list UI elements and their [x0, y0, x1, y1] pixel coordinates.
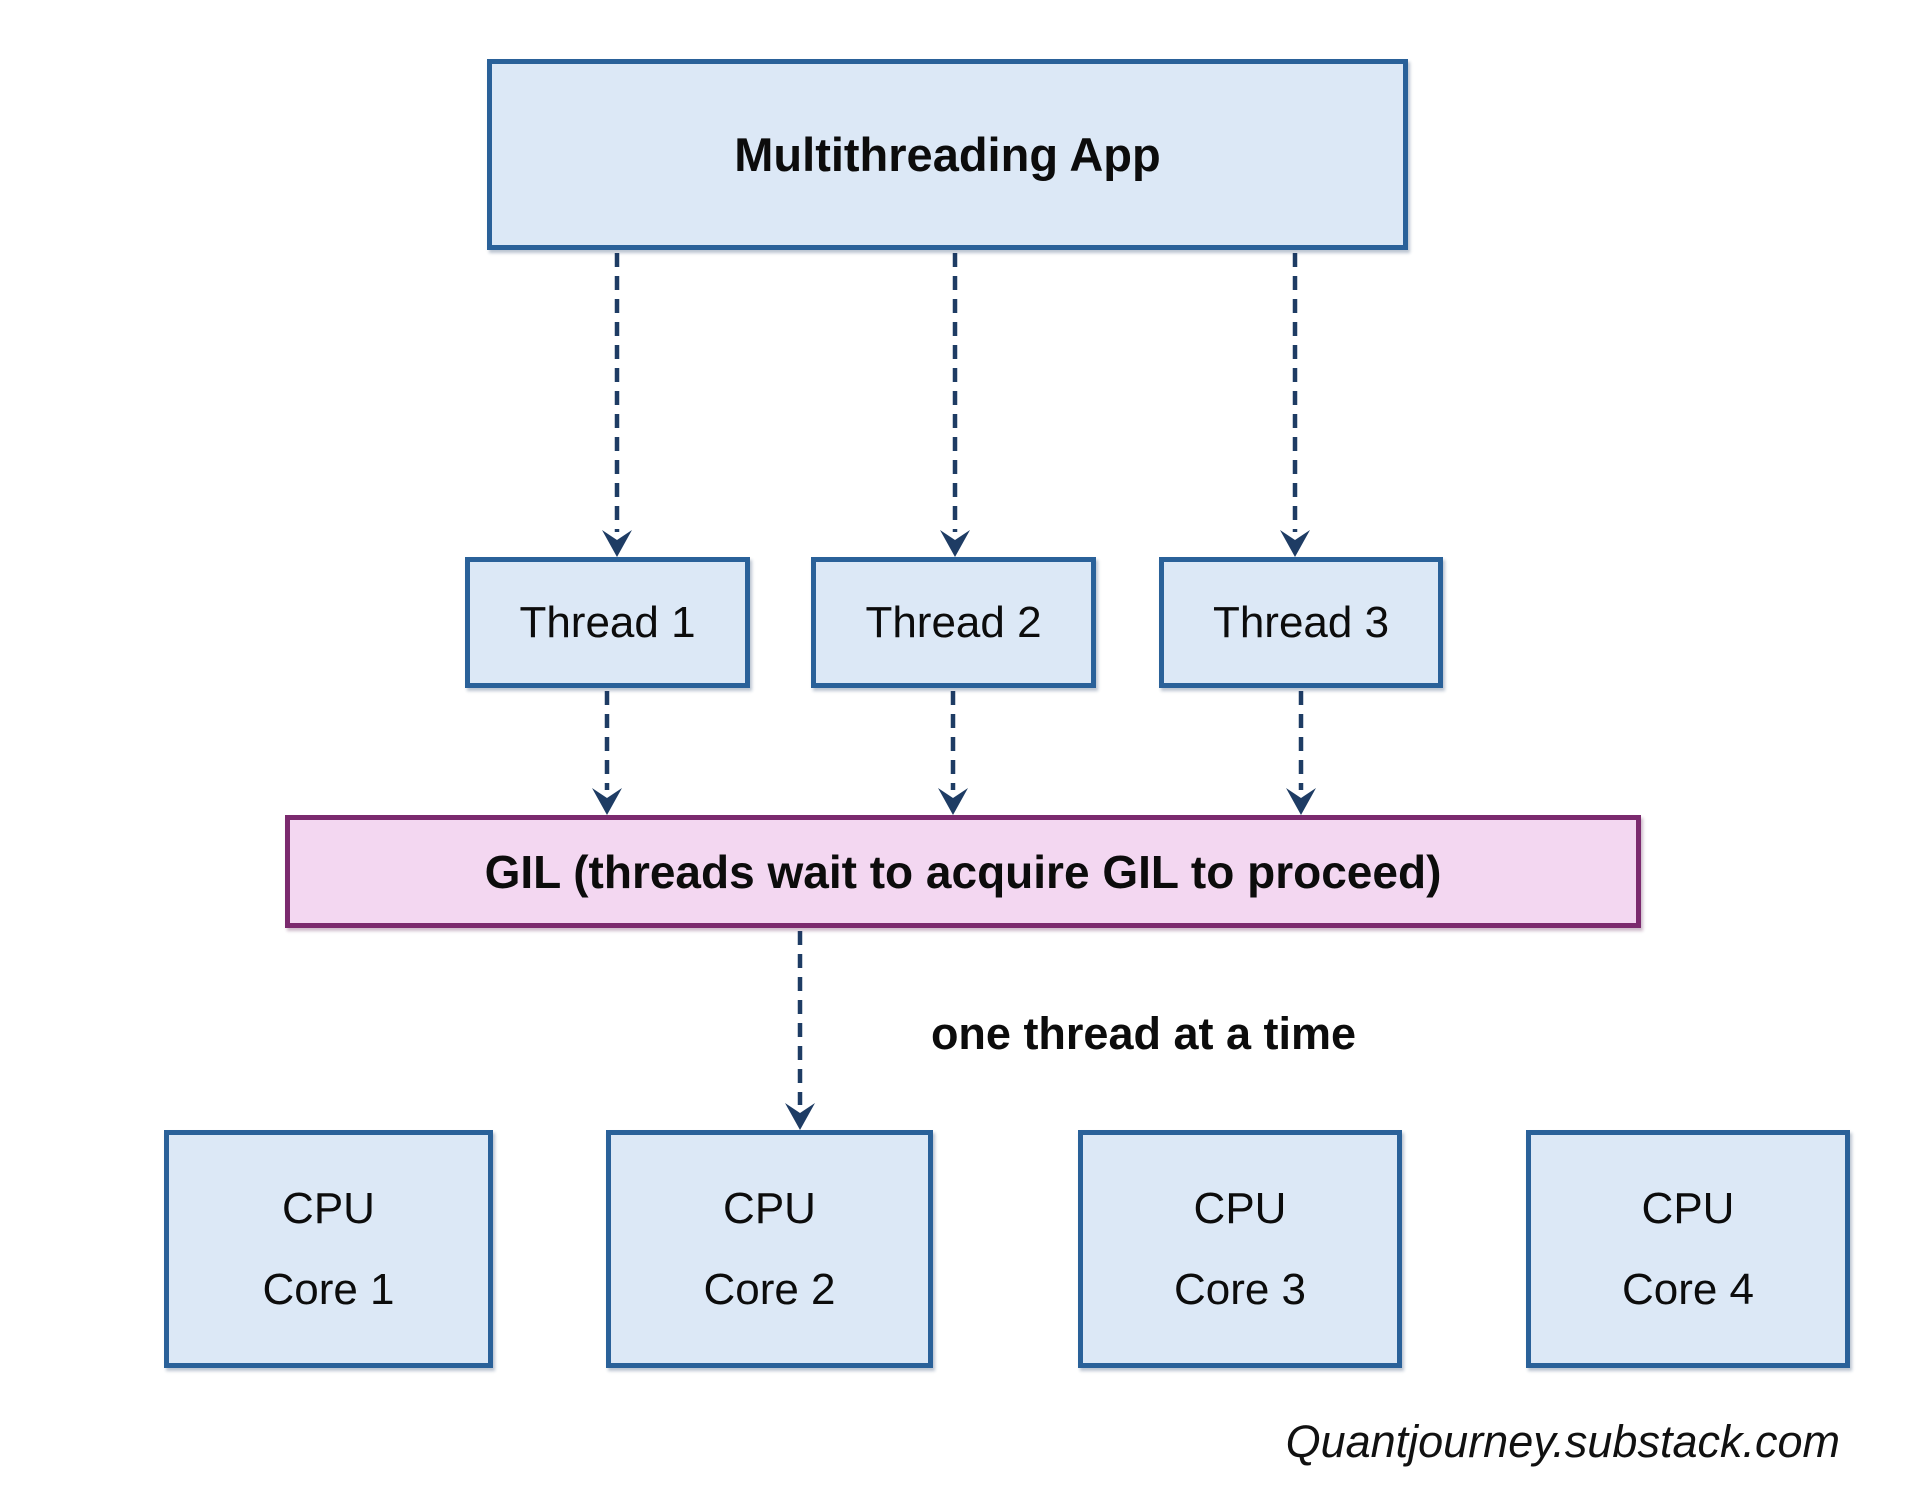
thread-3-box: Thread 3 [1159, 557, 1443, 688]
cpu-core-2-line2: Core 2 [703, 1265, 836, 1314]
gil-box: GIL (threads wait to acquire GIL to proc… [285, 815, 1641, 928]
thread-2-box: Thread 2 [811, 557, 1096, 688]
thread-2-label: Thread 2 [865, 597, 1042, 647]
cpu-core-2-box: CPU Core 2 [606, 1130, 933, 1368]
arrow-thread-1-to-gil [592, 691, 622, 815]
arrow-thread-2-to-gil [938, 691, 968, 815]
cpu-core-4-line2: Core 4 [1621, 1265, 1755, 1314]
cpu-core-1-line2: Core 1 [262, 1265, 395, 1314]
thread-3-label: Thread 3 [1212, 597, 1390, 647]
arrow-thread-3-to-gil [1286, 691, 1316, 815]
cpu-core-1-line1: CPU [282, 1183, 375, 1233]
cpu-core-3-line2: Core 3 [1173, 1265, 1307, 1314]
cpu-core-3-box: CPU Core 3 [1078, 1130, 1402, 1368]
arrow-gil-to-cpu-core-2 [785, 931, 815, 1130]
gil-label: GIL (threads wait to acquire GIL to proc… [484, 845, 1442, 898]
cpu-core-4-box: CPU Core 4 [1526, 1130, 1850, 1368]
arrow-app-to-thread-3 [1280, 253, 1310, 557]
multithreading-app-label: Multithreading App [734, 128, 1161, 181]
thread-1-label: Thread 1 [519, 597, 696, 647]
one-thread-at-a-time-label: one thread at a time [930, 1008, 1357, 1059]
cpu-core-1-box: CPU Core 1 [164, 1130, 493, 1368]
multithreading-app-box: Multithreading App [487, 59, 1408, 250]
arrow-app-to-thread-1 [602, 253, 632, 557]
watermark: Quantjourney.substack.com [1285, 1416, 1840, 1467]
cpu-core-4-line1: CPU [1641, 1183, 1735, 1233]
arrow-app-to-thread-2 [940, 253, 970, 557]
cpu-core-2-line1: CPU [723, 1183, 816, 1233]
cpu-core-3-line1: CPU [1193, 1183, 1287, 1233]
thread-1-box: Thread 1 [465, 557, 750, 688]
